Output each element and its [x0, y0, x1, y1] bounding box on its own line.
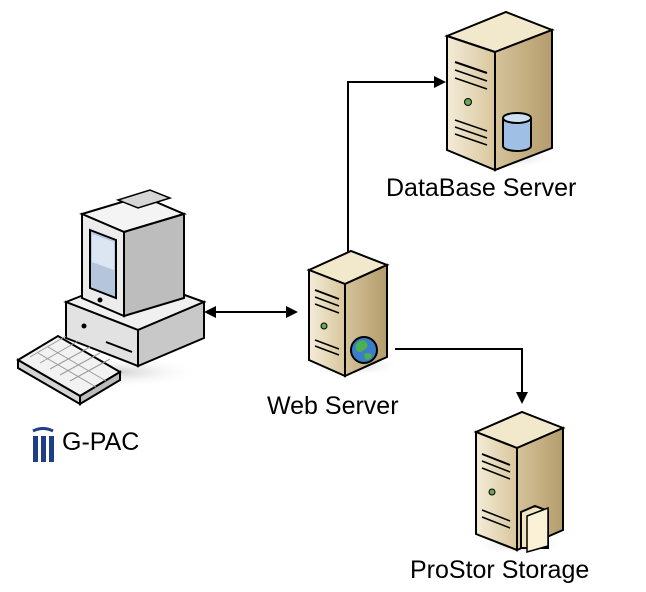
web-db-connection: [347, 76, 446, 252]
database-server-label: DataBase Server: [386, 174, 577, 202]
folder-icon: [520, 504, 549, 553]
storage-label: ProStor Storage: [410, 556, 590, 584]
gpac-logo-icon: [32, 427, 54, 462]
web-storage-connection: [395, 348, 528, 404]
desktop-computer-icon: [16, 189, 207, 406]
globe-icon: [350, 336, 378, 364]
web-server-icon: [306, 249, 401, 378]
web-server-label: Web Server: [267, 392, 399, 420]
storage-server-icon: [472, 410, 568, 555]
database-server-icon: [444, 10, 558, 172]
client-label: G-PAC: [62, 428, 140, 456]
database-cylinder-icon: [502, 112, 532, 152]
